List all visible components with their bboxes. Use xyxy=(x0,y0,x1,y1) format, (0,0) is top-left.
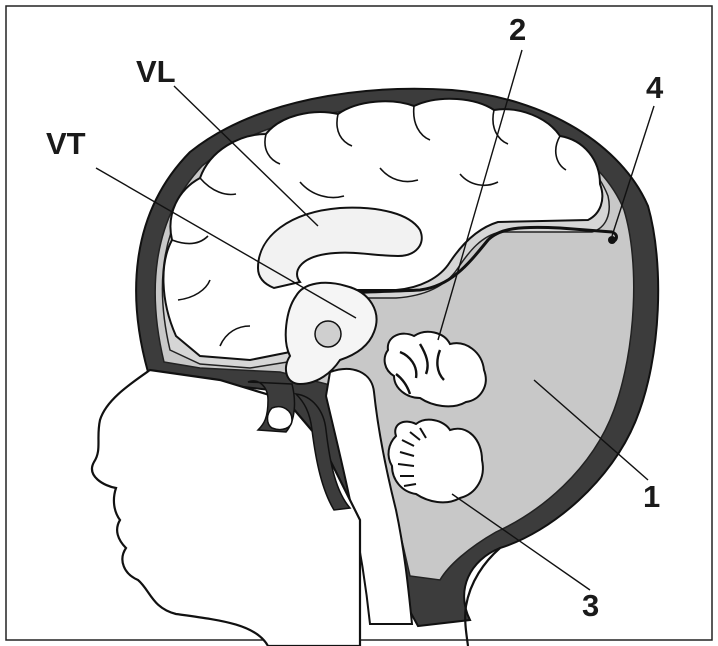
torcula xyxy=(608,236,616,244)
label-vt: VT xyxy=(46,128,86,159)
thalamic-mass xyxy=(315,321,341,347)
label-2: 2 xyxy=(509,14,526,45)
label-1: 1 xyxy=(643,481,660,512)
label-4: 4 xyxy=(646,72,663,103)
nasal-cavity xyxy=(268,407,293,430)
label-3: 3 xyxy=(582,590,599,621)
label-vl: VL xyxy=(136,56,176,87)
